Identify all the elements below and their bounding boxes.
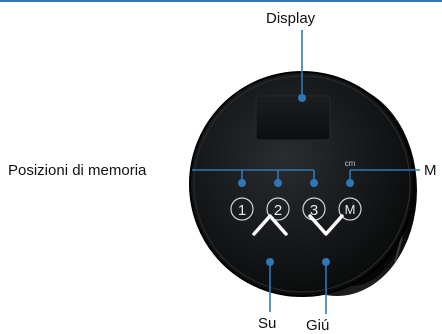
memory-button[interactable]: M [338, 197, 362, 221]
display-window [255, 95, 331, 141]
chevron-up-icon [252, 214, 288, 236]
preset-2-label: 2 [274, 202, 282, 219]
up-label: Su [258, 315, 277, 332]
down-label: Giú [306, 317, 330, 334]
display-label: Display [266, 10, 316, 27]
preset-3-label: 3 [310, 202, 318, 219]
preset-button-2[interactable]: 2 [266, 197, 290, 221]
callout-lines [192, 30, 420, 314]
preset-1-label: 1 [238, 202, 246, 219]
memory-positions-label: Posizioni di memoria [8, 162, 147, 179]
top-rule [0, 0, 442, 2]
memory-key-label: M [424, 162, 437, 179]
memory-button-label: M [345, 202, 356, 217]
down-button[interactable] [308, 214, 344, 236]
preset-button-1[interactable]: 1 [230, 197, 254, 221]
up-button[interactable] [252, 214, 288, 236]
callout-dots [238, 94, 354, 266]
unit-label: cm [345, 159, 356, 168]
chevron-down-icon [308, 214, 344, 236]
